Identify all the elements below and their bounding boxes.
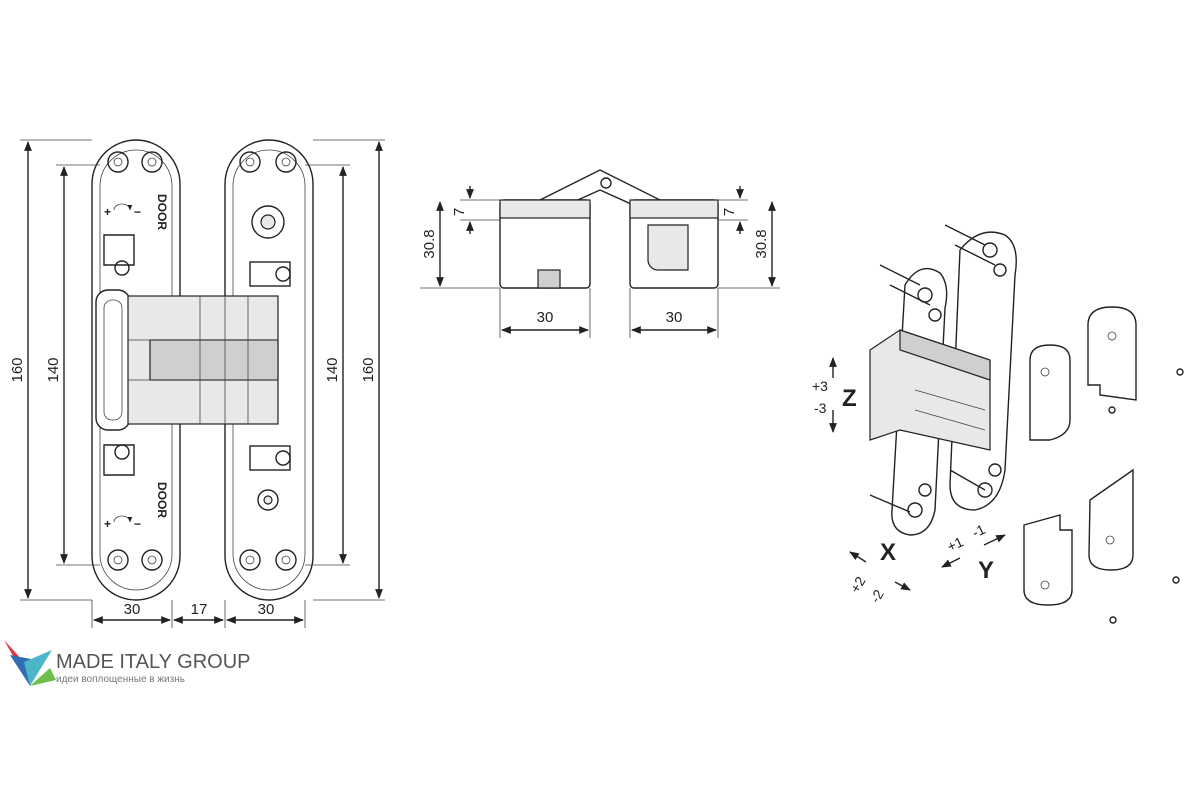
- front-view: + − + − DOOR DOOR: [9, 139, 385, 628]
- z-axis-label: Z: [842, 385, 857, 412]
- dim-depth-left: 30.8: [421, 229, 438, 258]
- plus-sign-top: +: [104, 205, 111, 219]
- x-plus-label: +2: [847, 573, 869, 595]
- brand-tagline: идеи воплощенные в жизнь: [56, 674, 185, 685]
- minus-sign-bottom: −: [134, 517, 141, 531]
- y-minus-label: -1: [970, 521, 988, 541]
- dim-offset-right: 7: [721, 208, 738, 216]
- z-minus-label: -3: [814, 400, 827, 416]
- brand-name: MADE ITALY GROUP: [56, 651, 250, 673]
- dim-width-right: 30: [666, 309, 683, 326]
- plus-sign-bottom: +: [104, 517, 111, 531]
- brand-logo-mark: [4, 640, 56, 686]
- minus-sign-top: −: [134, 205, 141, 219]
- dim-gap: 17: [191, 601, 208, 618]
- isometric-view: +3 -3 Z +2 -2 X +1 -1 Y: [812, 224, 1184, 624]
- dim-right-width: 30: [258, 601, 275, 618]
- z-plus-label: +3: [812, 378, 828, 394]
- dim-left-width: 30: [124, 601, 141, 618]
- dim-width-left: 30: [537, 309, 554, 326]
- dim-total-height-left: 160: [9, 357, 26, 382]
- dim-plate-height-left: 140: [45, 357, 62, 382]
- y-axis-label: Y: [978, 557, 994, 584]
- dim-total-height-right: 160: [360, 357, 377, 382]
- dim-depth-right: 30.8: [753, 229, 770, 258]
- hinge-knuckle: [95, 289, 279, 431]
- x-axis-label: X: [880, 539, 896, 566]
- x-minus-label: -2: [867, 587, 887, 606]
- dim-offset-left: 7: [451, 208, 468, 216]
- y-plus-label: +1: [945, 533, 966, 554]
- door-label-top: DOOR: [155, 194, 169, 230]
- front-dimensions: 160 140 140 160 30 17 30: [9, 139, 385, 628]
- door-label-bottom: DOOR: [155, 482, 169, 518]
- dim-plate-height-right: 140: [324, 357, 341, 382]
- brand-logo: MADE ITALY GROUP идеи воплощенные в жизн…: [4, 640, 250, 686]
- top-view: 7 30.8 7 30.8 30 30: [420, 169, 780, 338]
